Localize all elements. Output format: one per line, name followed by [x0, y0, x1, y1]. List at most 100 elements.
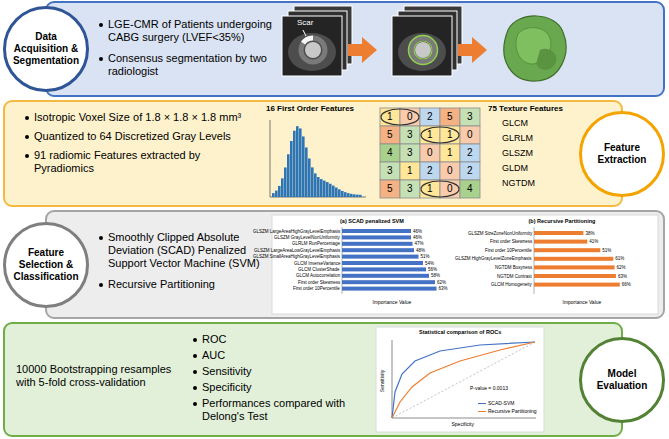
text-column: 10000 Bootstrapping resamples with 5-fol… — [16, 363, 181, 389]
roc-curve — [392, 342, 535, 418]
texture-class: GLSZM — [502, 148, 533, 158]
matrix-cell — [460, 162, 480, 180]
importance-bar — [534, 265, 615, 269]
importance-value: 51% — [421, 254, 430, 259]
bullet-dot — [193, 338, 197, 342]
importance-bar — [342, 267, 426, 271]
importance-value: 51% — [602, 248, 611, 253]
text-column: Smoothly Clipped Absolute Deviation (SCA… — [98, 231, 263, 291]
matrix-cell — [400, 162, 420, 180]
mri-stack-segmented — [392, 6, 462, 76]
feature-name: NGTDM Contrast — [497, 274, 532, 279]
matrix-cell-value: 0 — [447, 183, 453, 195]
matrix-cell-value: 3 — [407, 147, 413, 159]
importance-bar — [534, 231, 583, 235]
histogram-bar — [350, 194, 353, 197]
scar-volume-lobe — [536, 49, 556, 70]
mri-slice — [282, 16, 342, 76]
bullet-dot — [193, 354, 197, 358]
scar-region — [303, 38, 313, 43]
importance-value: 63% — [618, 274, 627, 279]
scar-3d-model — [504, 16, 566, 81]
bullet-text: Smoothly Clipped Absolute Deviation (SCA… — [98, 231, 263, 270]
matrix-cell-value: 1 — [407, 165, 413, 177]
importance-value: 63% — [439, 286, 448, 291]
stage-title: Feature Extraction — [587, 142, 657, 166]
bullet-dot — [99, 57, 103, 61]
chance-line — [392, 342, 535, 418]
importance-bar — [534, 248, 600, 252]
histogram-bar — [323, 181, 326, 197]
importance-bar — [534, 274, 616, 278]
importance-bar — [534, 240, 587, 244]
axis-title: Importance Value — [563, 300, 602, 306]
histogram-bar — [311, 167, 314, 197]
histogram-bar — [287, 154, 290, 197]
matrix-cell-value: 2 — [427, 111, 433, 123]
chart-title: Statistical comparison of ROCs — [419, 329, 501, 335]
legend-text: Recursive Partitioning — [488, 408, 537, 414]
histogram-bar — [347, 193, 350, 197]
matrix-cell — [420, 144, 440, 162]
matrix-cell-value: 0 — [447, 165, 453, 177]
histogram-bar — [317, 177, 320, 197]
importance-bar — [342, 235, 411, 239]
histogram-bar — [335, 188, 338, 197]
feature-name: First order 10Percentile — [485, 248, 532, 253]
matrix-cell — [380, 126, 400, 144]
bullet-dot — [193, 386, 197, 390]
matrix-cell-value: 5 — [447, 111, 453, 123]
importance-bar — [342, 280, 435, 284]
bullet-text: Performances compared with Delong's Test — [192, 397, 367, 423]
importance-value: 48% — [416, 248, 425, 253]
matrix-cell-value: 2 — [467, 147, 473, 159]
matrix-cell — [460, 180, 480, 198]
chest-tissue — [398, 33, 446, 71]
histogram-bar — [326, 182, 329, 197]
axis-line — [392, 418, 536, 419]
bullet-dot — [99, 236, 103, 240]
matrix-cell — [460, 108, 480, 126]
stage-band: 10000 Bootstrapping resamples with 5-fol… — [4, 323, 622, 436]
p-value: P-value = 0.0013 — [470, 386, 508, 392]
stage-circle: Model Evaluation — [579, 337, 665, 423]
legend-line-sample — [478, 403, 486, 404]
importance-bar — [342, 287, 437, 291]
legend-entry: SCAD-SVM — [478, 400, 514, 406]
histogram-bar — [359, 195, 362, 197]
importance-value: 54% — [425, 261, 434, 266]
feature-name: First order Skewness — [298, 280, 340, 285]
matrix-cell — [400, 180, 420, 198]
matrix-cell — [420, 108, 440, 126]
text-column: Isotropic Voxel Size of 1.8 × 1.8 × 1.8 … — [24, 111, 249, 175]
bullet-text: Sensitivity — [192, 365, 367, 378]
histogram-bar — [296, 126, 299, 197]
band-fills — [4, 2, 664, 436]
importance-value: 47% — [415, 241, 424, 246]
bullet-dot — [25, 116, 29, 120]
bullet-dot — [99, 23, 103, 27]
myocardium — [411, 38, 435, 62]
bullet-text: AUC — [192, 349, 367, 362]
histogram-bar — [320, 179, 323, 197]
feature-name: GLSZM HighGrayLevelZoneEmphasis — [455, 256, 532, 261]
gray-level-matrix — [380, 108, 480, 198]
importance-bar — [342, 229, 411, 233]
histogram-bar — [338, 189, 341, 197]
process-arrow — [348, 37, 377, 63]
matrix-cell — [440, 108, 460, 126]
text-column: ROCAUCSensitivitySpecificityPerformances… — [192, 333, 367, 423]
band-shape — [46, 2, 664, 96]
importance-bar — [342, 274, 429, 278]
stage-circle: Feature Selection & Classification — [3, 222, 89, 308]
matrix-cell — [460, 144, 480, 162]
histogram-bar — [329, 184, 332, 197]
scar-label: Scar — [297, 18, 313, 27]
feature-name: First order 10Percentile — [293, 286, 340, 291]
importance-value: 46% — [413, 235, 422, 240]
bullet-dot — [25, 135, 29, 139]
importance-value: 62% — [617, 265, 626, 270]
histogram-bar — [356, 195, 359, 197]
scar-volume — [504, 16, 566, 81]
chart-title: (b) Recursive Partitioning — [529, 218, 596, 224]
